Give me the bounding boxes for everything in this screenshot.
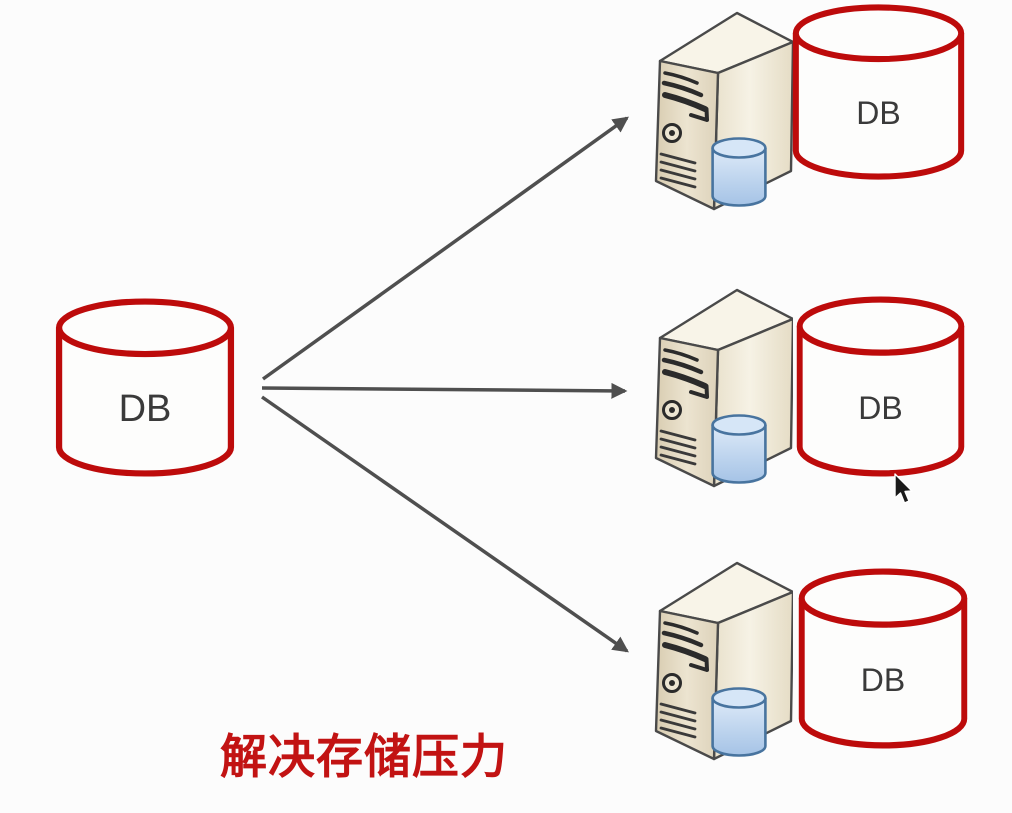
target-db-cylinder-2: DB bbox=[794, 295, 967, 478]
server-3 bbox=[641, 560, 793, 765]
arrow-to-server-3 bbox=[261, 395, 629, 653]
target-db-cylinder-1: DB bbox=[790, 3, 967, 181]
mini-database-icon bbox=[711, 137, 767, 207]
database-cylinder-icon bbox=[798, 568, 968, 749]
source-db-cylinder: DB bbox=[53, 297, 237, 478]
database-cylinder-icon bbox=[55, 298, 235, 477]
target-db-label-2: DB bbox=[858, 390, 903, 427]
arrow-to-server-2 bbox=[261, 382, 628, 399]
mini-database-icon bbox=[711, 687, 767, 757]
source-db-label: DB bbox=[118, 388, 172, 431]
server-2 bbox=[641, 287, 793, 492]
target-db-cylinder-3: DB bbox=[796, 567, 970, 750]
caption-text: 解决存储压力 bbox=[220, 730, 508, 783]
database-cylinder-icon bbox=[792, 4, 965, 180]
target-db-label-3: DB bbox=[860, 662, 906, 699]
mouse-pointer-icon bbox=[894, 473, 913, 504]
server-tower-icon bbox=[654, 288, 793, 488]
database-cylinder-icon bbox=[796, 296, 965, 477]
arrow-to-server-1 bbox=[261, 116, 629, 381]
server-1 bbox=[641, 10, 793, 215]
target-db-label-1: DB bbox=[856, 95, 901, 132]
mini-database-icon bbox=[711, 414, 767, 484]
